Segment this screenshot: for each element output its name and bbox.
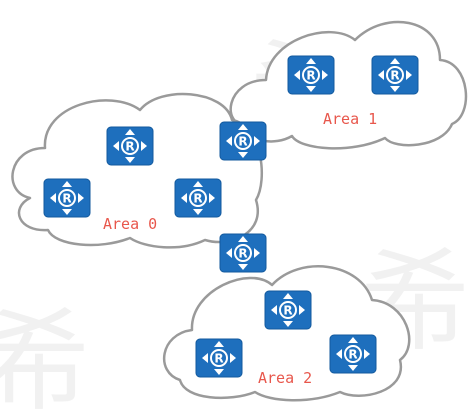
router-arrow (306, 86, 316, 92)
area-0-router-2-icon: R (43, 178, 91, 218)
router-body (195, 338, 243, 378)
router-ring (279, 301, 297, 319)
router-letter: R (62, 192, 71, 206)
router-arrow (50, 193, 56, 203)
router-arrow (62, 209, 72, 215)
area-2-router-2-icon: R (195, 338, 243, 378)
router-ring (344, 345, 362, 363)
router-body (219, 233, 267, 273)
router-ring (121, 137, 139, 155)
router-body (371, 55, 419, 95)
router-letter: R (390, 69, 399, 83)
router-letter: R (283, 304, 292, 318)
router-arrow (238, 264, 248, 270)
router-arrow (378, 70, 384, 80)
router-arrow (141, 141, 147, 151)
router-ring (189, 189, 207, 207)
router-letter: R (238, 247, 247, 261)
router-ring (234, 244, 252, 262)
router-arrow (406, 70, 412, 80)
router-arrow (348, 337, 358, 343)
router-ring (386, 66, 404, 84)
abr-area0-area2-router-icon: R (219, 233, 267, 273)
router-arrow (238, 236, 248, 242)
area-0-label: Area 0 (103, 215, 157, 233)
area-1-router-1-icon: R (287, 55, 335, 95)
area-2-router-1-icon: R (264, 290, 312, 330)
router-ring (58, 189, 76, 207)
router-arrow (113, 141, 119, 151)
router-body (106, 126, 154, 166)
router-ring (302, 66, 320, 84)
router-arrow (283, 293, 293, 299)
router-letter: R (306, 69, 315, 83)
area-1-cloud (229, 20, 468, 150)
router-arrow (209, 193, 215, 203)
routers-layer: R R R R R R R R R R (43, 55, 419, 378)
router-body (287, 55, 335, 95)
router-arrow (226, 136, 232, 146)
router-letter: R (214, 352, 223, 366)
router-arrow (78, 193, 84, 203)
router-arrow (364, 349, 370, 359)
router-body (329, 334, 377, 374)
router-arrow (238, 152, 248, 158)
router-arrow (299, 305, 305, 315)
router-arrow (271, 305, 277, 315)
router-arrow (181, 193, 187, 203)
area-1-label: Area 1 (323, 110, 377, 128)
router-arrow (322, 70, 328, 80)
watermark-glyph: 希 (0, 298, 90, 409)
router-arrow (125, 129, 135, 135)
router-body (43, 178, 91, 218)
router-arrow (254, 248, 260, 258)
router-arrow (336, 349, 342, 359)
router-arrow (214, 369, 224, 375)
router-arrow (390, 86, 400, 92)
router-arrow (226, 248, 232, 258)
area-0-router-3-icon: R (174, 178, 222, 218)
router-body (174, 178, 222, 218)
area-2-label: Area 2 (258, 369, 312, 387)
router-arrow (390, 58, 400, 64)
router-arrow (214, 341, 224, 347)
router-arrow (62, 181, 72, 187)
router-letter: R (125, 140, 134, 154)
router-arrow (348, 365, 358, 371)
router-arrow (193, 209, 203, 215)
router-arrow (202, 353, 208, 363)
router-letter: R (348, 348, 357, 362)
router-arrow (193, 181, 203, 187)
router-arrow (283, 321, 293, 327)
router-arrow (254, 136, 260, 146)
abr-area0-area1-router-icon: R (219, 121, 267, 161)
area-2-router-3-icon: R (329, 334, 377, 374)
area-1-router-2-icon: R (371, 55, 419, 95)
router-ring (234, 132, 252, 150)
router-arrow (125, 157, 135, 163)
router-letter: R (238, 135, 247, 149)
router-ring (210, 349, 228, 367)
router-arrow (230, 353, 236, 363)
router-arrow (306, 58, 316, 64)
area-0-router-1-icon: R (106, 126, 154, 166)
router-body (264, 290, 312, 330)
router-arrow (294, 70, 300, 80)
router-letter: R (193, 192, 202, 206)
router-body (219, 121, 267, 161)
router-arrow (238, 124, 248, 130)
